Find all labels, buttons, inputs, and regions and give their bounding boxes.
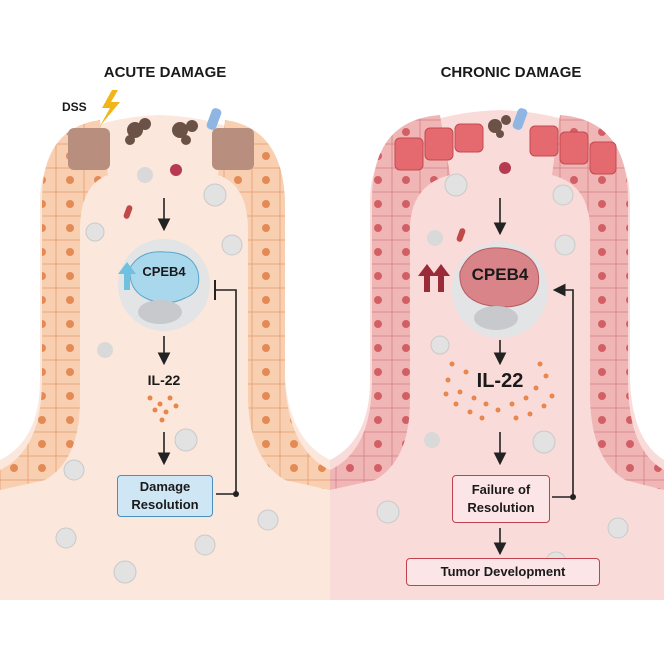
chronic-il22-particles [443, 361, 555, 421]
acute-panel [0, 90, 330, 600]
chronic-cpeb4-label: CPEB4 [471, 265, 529, 284]
acute-feedback-dot [233, 491, 239, 497]
acute-debris [125, 118, 198, 145]
chronic-double-up-arrow-icon [418, 264, 450, 292]
acute-spiky-cells [97, 167, 153, 358]
acute-up-arrow-icon [118, 262, 136, 290]
acute-damaged-cell-right [212, 128, 254, 170]
acute-inhibition-line [215, 289, 237, 495]
acute-il22-label: IL-22 [147, 372, 181, 388]
chronic-inflamed-cells [394, 123, 617, 175]
acute-red-cell [170, 164, 182, 176]
chronic-spiky-cells [424, 230, 443, 448]
acute-il22-particles [147, 395, 179, 423]
acute-cpeb4-label: CPEB4 [142, 264, 186, 279]
chronic-epithelium-right [552, 115, 664, 490]
acute-epithelium-right [218, 120, 330, 490]
chronic-il22-label: IL-22 [476, 370, 524, 392]
lightning-bolt-icon [100, 90, 120, 126]
acute-bacterium [123, 205, 133, 219]
chronic-probe-icon [512, 108, 528, 130]
acute-outcome-box: Damage Resolution [117, 475, 213, 517]
chronic-panel [330, 108, 664, 600]
acute-cpeb4-blob [129, 251, 200, 304]
chronic-epithelium-left [330, 115, 450, 490]
tumor-development-box: Tumor Development [406, 558, 600, 586]
chronic-outcome-box: Failure of Resolution [452, 475, 550, 523]
chronic-nucleus [474, 306, 518, 330]
chronic-feedback-dot [570, 494, 576, 500]
probe-icon [206, 108, 222, 130]
chronic-bacterium [456, 228, 466, 242]
acute-nucleus [138, 300, 182, 324]
chronic-cpeb4-blob [459, 247, 540, 308]
chronic-debris [488, 115, 511, 138]
acute-epithelium-left [0, 120, 108, 490]
chronic-red-cell [499, 162, 511, 174]
dss-label: DSS [62, 100, 87, 114]
acute-immune-cells [55, 183, 279, 584]
chronic-feedback-line [552, 283, 574, 498]
acute-damaged-cell-left [68, 128, 110, 170]
chronic-title: CHRONIC DAMAGE [440, 64, 582, 81]
acute-title: ACUTE DAMAGE [103, 64, 227, 81]
